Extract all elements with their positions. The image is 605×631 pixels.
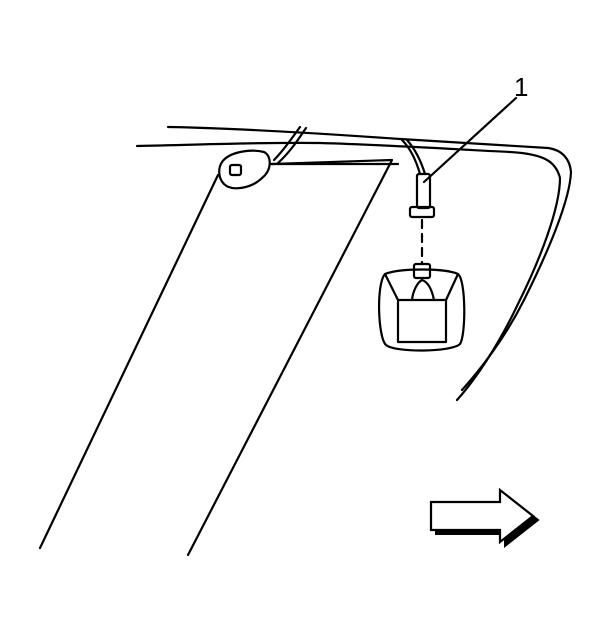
harness-clip [218,149,271,190]
bulb-socket-connector [408,172,436,219]
right-arrow-icon [429,487,540,549]
pillar-trim-panel [38,158,400,557]
roof-rail [135,125,573,402]
lamp-assembly [377,262,466,352]
callout-1-label: 1 [514,72,528,102]
wiring-harness [272,125,427,176]
callout-leader-line [422,96,518,184]
